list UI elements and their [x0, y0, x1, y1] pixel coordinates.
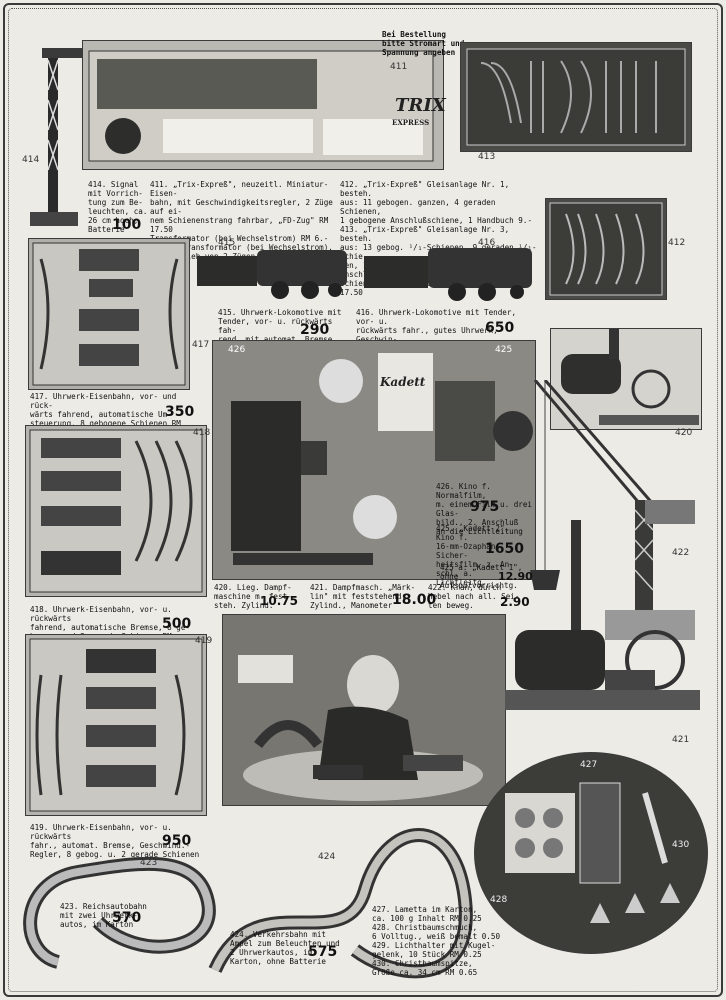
- trix-express-box-image: [82, 40, 444, 170]
- items-427-430-caption: 427. Lametta im Karton, ca. 100 g Inhalt…: [372, 905, 501, 977]
- locomotive-415-image: [195, 240, 355, 302]
- track-oval-box-image: [545, 198, 667, 300]
- item-417-price: 350: [165, 404, 195, 420]
- item-419-caption: 419. Uhrwerk-Eisenbahn, vor- u. rückwärt…: [30, 823, 200, 859]
- crane-422-image: [525, 380, 700, 650]
- item-414-caption: 414. Signal mit Vorrich- tung zum Be- le…: [88, 180, 148, 234]
- item-424-price: 575: [308, 944, 338, 960]
- item-number: 423: [140, 858, 158, 868]
- item-417-caption: 417. Uhrwerk-Eisenbahn, vor- und rück- w…: [30, 392, 181, 428]
- item-419-image: [25, 634, 207, 816]
- item-421-caption: 421. Dampfmasch. „Märk- lin" mit festste…: [310, 583, 416, 610]
- boy-with-train-photo: [222, 614, 506, 806]
- item-425a-price: 12.90: [498, 570, 533, 583]
- item-423-caption: 423. Reichsautobahn mit zwei Uhrwerk- au…: [60, 902, 147, 929]
- item-415-price: 290: [300, 322, 330, 338]
- item-416-price: 650: [485, 320, 515, 336]
- item-422-price: 2.90: [500, 595, 530, 609]
- kadett-logo: Kadett: [380, 375, 426, 389]
- item-number: 424: [318, 852, 336, 862]
- express-logo: EXPRESS: [392, 118, 430, 127]
- item-415-caption: 415. Uhrwerk-Lokomotive mit Tender, vor-…: [218, 308, 342, 344]
- item-number: 414: [22, 155, 40, 165]
- item-number: 412: [668, 238, 686, 248]
- item-number: 422: [672, 548, 690, 558]
- item-419-price: 950: [162, 833, 192, 849]
- item-418-price: 500: [162, 616, 192, 632]
- item-417-image: [28, 238, 190, 390]
- item-425a-caption: 425 a. „Kadett 1", ohne Aufspulvorrichtg…: [440, 563, 523, 590]
- item-421-price: 18.00: [392, 592, 437, 608]
- christmas-ornaments-image: [474, 752, 708, 954]
- item-number: 416: [478, 238, 496, 248]
- header-note: Bei Bestellung bitte Stromart und Spannu…: [382, 30, 465, 57]
- item-number: 430: [672, 840, 690, 850]
- track-set-box-image: [460, 42, 692, 152]
- item-number: 411: [390, 62, 408, 72]
- item-424-caption: 424. Verkehrsbahn mit Ampel zum Beleucht…: [230, 930, 340, 966]
- item-426-caption: 426. Kino f. Normalfilm, m. einem Film u…: [436, 482, 533, 536]
- item-426-price: 975: [470, 499, 500, 515]
- autobahn-423-image: [18, 842, 218, 972]
- projector-panel-image: [212, 340, 536, 580]
- item-425-price: 1650: [485, 541, 524, 557]
- item-number: 427: [580, 760, 598, 770]
- item-422-caption: 422. Kran, durch Hebel nach all. Sei- te…: [428, 583, 520, 610]
- item-number: 426: [228, 345, 246, 355]
- item-number: 413: [478, 152, 496, 162]
- steam-engine-421-image: [505, 520, 705, 750]
- item-420-caption: 420. Lieg. Dampf- maschine m. fest- steh…: [214, 583, 292, 610]
- item-number: 419: [195, 636, 213, 646]
- item-number: 425: [495, 345, 513, 355]
- item-420-price: 10.75: [260, 594, 298, 608]
- item-423-price: 570: [112, 910, 142, 926]
- locomotive-416-image: [362, 240, 537, 302]
- item-number: 415: [218, 238, 236, 248]
- item-418-image: [25, 425, 207, 597]
- item-number: 420: [675, 428, 693, 438]
- item-number: 421: [672, 735, 690, 745]
- traffic-track-424-image: [195, 820, 480, 980]
- signal-image: [22, 30, 90, 230]
- item-number: 418: [193, 428, 211, 438]
- trix-logo: TRIX: [395, 95, 446, 116]
- item-425-caption: 425. „Kadett 2", Kino f. 16-mm-Ozaphan-S…: [436, 524, 514, 587]
- item-414-price: 100: [112, 217, 142, 233]
- item-number: 417: [192, 340, 210, 350]
- item-number: 428: [490, 895, 508, 905]
